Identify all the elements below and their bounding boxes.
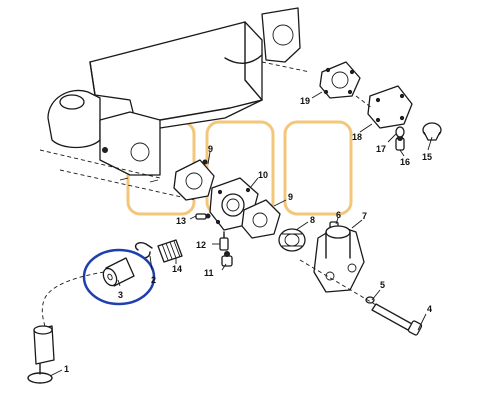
fitting-12 [219,231,229,251]
spring-14 [157,239,183,263]
housing-7 [313,225,365,293]
callout-14: 14 [172,264,182,274]
callout-17: 17 [376,144,386,154]
callout-11: 11 [204,268,214,278]
callout-5: 5 [380,280,385,290]
callout-12: 12 [196,240,206,250]
callout-4: 4 [427,304,432,314]
callout-labels: 1 2 3 4 5 6 7 8 9 9 10 11 12 13 14 15 16… [64,96,432,374]
callout-19: 19 [300,96,310,106]
callout-6: 6 [336,210,341,220]
callout-16: 16 [400,157,410,167]
engine-housing [39,21,263,201]
manifold-block [224,7,311,73]
cap-15 [422,122,442,141]
valve-11 [221,251,233,267]
bolt-4 [299,259,423,336]
washer-17 [395,126,405,138]
screw-13 [195,213,211,220]
callout-18: 18 [352,132,362,142]
gasket-9-upper [173,159,215,201]
callout-8: 8 [310,215,315,225]
gasket-19 [319,61,361,99]
highlight-circle [82,248,156,306]
callout-15: 15 [422,152,432,162]
hose-1 [27,271,105,384]
leader-lines [49,91,433,377]
callout-2: 2 [151,275,156,285]
callout-9-lower: 9 [288,192,293,202]
gasket-9-lower [241,199,281,239]
callout-13: 13 [176,216,186,226]
strainer-8 [278,228,306,252]
callout-1: 1 [64,364,69,374]
callout-7: 7 [362,211,367,221]
filter-3 [102,257,135,287]
plug-16 [395,135,405,151]
callout-9-upper: 9 [208,144,213,154]
watermark-box-3 [283,120,353,216]
washer-5 [365,296,375,304]
callout-10: 10 [258,170,268,180]
callout-3: 3 [118,290,123,300]
cover-18 [355,85,413,129]
